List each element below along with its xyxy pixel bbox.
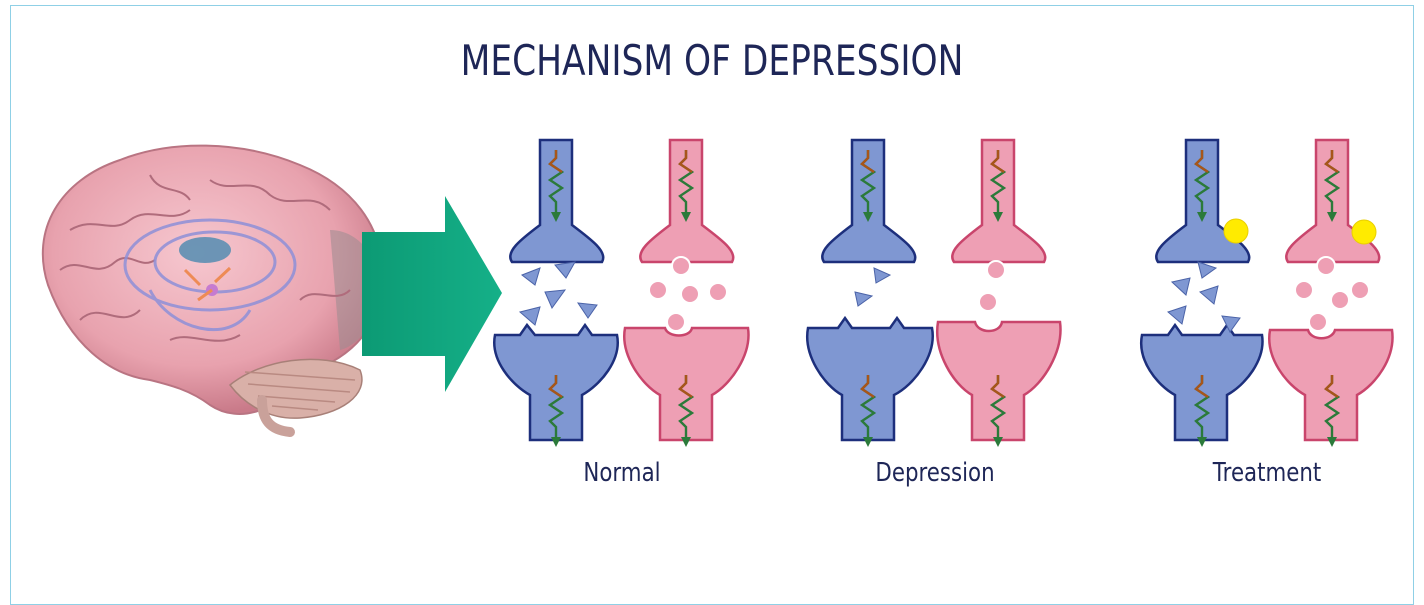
panel-depression [807, 140, 1060, 447]
drug-molecule [1352, 220, 1376, 244]
drug-molecule [1224, 219, 1248, 243]
brain-illustration [43, 146, 382, 432]
neurotransmitters-triangles [855, 268, 890, 306]
diagram-canvas [0, 0, 1424, 587]
panel-treatment [1141, 140, 1392, 447]
presynaptic-neuron-pink [640, 140, 733, 262]
postsynaptic-neuron-pink [1269, 330, 1392, 447]
neurotransmitters-circles [649, 257, 727, 331]
presynaptic-neuron-blue [510, 140, 603, 262]
panel-label-treatment: Treatment [1169, 458, 1366, 488]
neurotransmitters-triangles [520, 262, 597, 325]
neurotransmitters-circles [979, 261, 1005, 311]
postsynaptic-neuron-blue [494, 325, 617, 447]
postsynaptic-neuron-blue [807, 318, 932, 447]
postsynaptic-neuron-pink [937, 322, 1060, 447]
neurotransmitters-triangles [1168, 262, 1240, 332]
presynaptic-neuron-pink [952, 140, 1045, 262]
presynaptic-neuron-blue [1156, 140, 1249, 262]
panel-normal [494, 140, 748, 447]
neurotransmitters-circles [1295, 257, 1369, 331]
postsynaptic-neuron-blue [1141, 325, 1262, 447]
postsynaptic-neuron-pink [624, 328, 748, 447]
presynaptic-neuron-blue [822, 140, 915, 262]
panel-label-normal: Normal [524, 458, 721, 488]
transition-arrow [362, 196, 502, 392]
panel-label-depression: Depression [837, 458, 1034, 488]
